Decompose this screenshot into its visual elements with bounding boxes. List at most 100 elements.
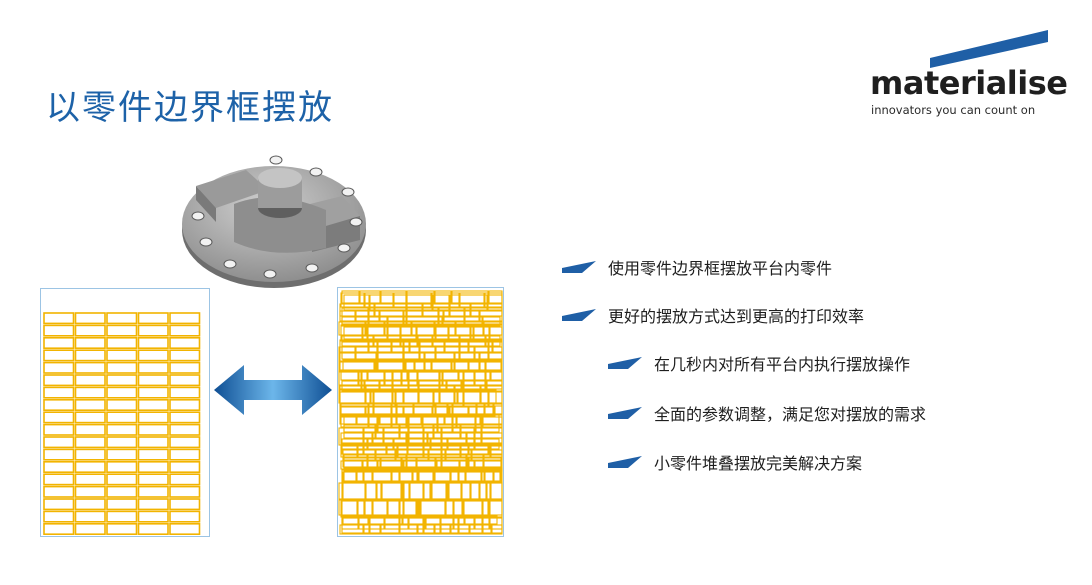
bounding-box [43,523,75,536]
bounding-box [459,292,485,308]
bounding-box [421,414,445,425]
bullet-text: 更好的摆放方式达到更高的打印效率 [608,307,865,326]
bounding-box [400,335,418,347]
bounding-box [438,307,465,325]
bounding-box [43,361,75,374]
bounding-box [343,294,370,311]
bounding-box [362,460,378,470]
bounding-box [169,324,201,337]
bounding-box [396,403,436,415]
bounding-box [381,482,402,501]
bounding-box [406,294,433,311]
bounding-box [422,416,457,428]
bounding-box [43,461,75,474]
bounding-box [106,411,138,424]
bounding-box [355,310,380,322]
bounding-box [471,449,503,461]
bounding-box [476,403,494,415]
bounding-box [106,312,138,325]
bounding-box [137,485,169,498]
bounding-box [43,386,75,399]
bounding-box [341,307,369,325]
bounding-box [406,307,439,325]
bullet-item: 更好的摆放方式达到更高的打印效率 [562,303,864,327]
bounding-box [361,371,393,390]
bounding-box [369,294,407,311]
bounding-box [339,310,356,322]
bounding-box [340,324,368,342]
bounding-box [393,292,432,308]
bounding-box [408,427,424,446]
bounding-box [433,424,461,439]
bullet-text: 在几秒内对所有平台内执行摆放操作 [654,355,911,374]
bounding-box [169,411,201,424]
bounding-box [396,414,422,425]
bounding-box [137,324,169,337]
bounding-box [43,399,75,412]
bounding-box [43,510,75,523]
bounding-box [403,406,433,417]
logo-stripe-icon [930,30,1048,68]
bounding-box [463,371,486,390]
bounding-box [169,361,201,374]
bounding-box [363,427,384,446]
bounding-box [137,411,169,424]
bounding-box [375,449,396,461]
bounding-box [448,482,487,501]
bounding-box [169,399,201,412]
bounding-box [43,374,75,387]
bounding-box [490,371,503,381]
bounding-box [341,341,378,360]
bounding-box [412,471,435,482]
bounding-box [430,438,448,450]
bounding-box [453,517,475,530]
bounding-box [74,336,106,349]
bullet-item: 使用零件边界框摆放平台内零件 [562,255,832,279]
bounding-box [458,471,482,482]
bounding-box [74,436,106,449]
bounding-box [459,335,486,347]
bounding-box [341,290,360,304]
bounding-box [489,499,503,516]
bounding-box [43,498,75,511]
bounding-box [106,436,138,449]
brand-name: materialise [870,64,1068,102]
bounding-box [169,349,201,362]
bounding-box [340,371,368,381]
bounding-box [364,292,394,308]
bounding-box [43,448,75,461]
wedge-bullet-icon [562,309,596,321]
bounding-box [443,310,480,322]
bounding-box [455,321,484,336]
bounding-box [342,482,382,501]
bounding-box [403,310,444,322]
bounding-box [487,294,503,311]
bounding-box [106,423,138,436]
bounding-box [486,482,503,501]
bounding-box [340,292,365,308]
wedge-bullet-icon [562,261,596,273]
bounding-box [406,454,442,472]
bounding-box [484,469,502,483]
bounding-box [457,389,481,404]
bounding-box [43,485,75,498]
bounding-box [74,498,106,511]
bounding-box [416,457,436,468]
bounding-box [474,517,490,530]
bounding-box [451,361,486,372]
bounding-box [74,448,106,461]
bounding-box [342,515,369,525]
platform-grid-packing [40,288,210,537]
bounding-box [137,498,169,511]
bounding-box [485,335,501,347]
bounding-box [355,346,378,362]
bounding-box [493,403,503,415]
bounding-box [367,454,407,472]
bounding-box [340,460,363,470]
bounding-box [74,461,106,474]
bounding-box [342,449,376,461]
bounding-box [481,424,503,439]
bounding-box [445,449,472,461]
bounding-box [449,406,469,417]
bounding-box [341,438,368,450]
